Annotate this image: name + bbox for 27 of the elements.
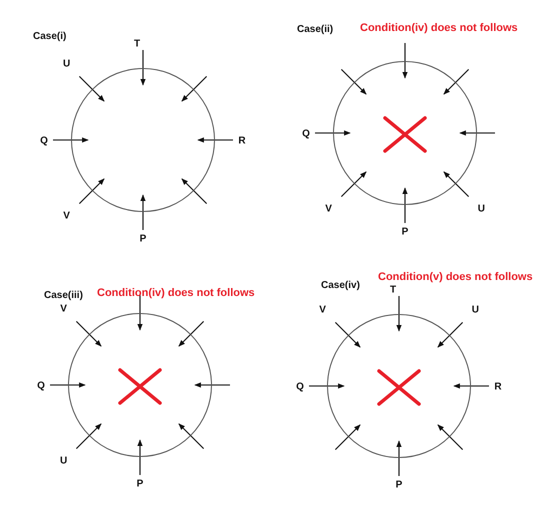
person-label: P <box>402 226 408 238</box>
person-label: Q <box>302 128 310 140</box>
condition-note: Condition(v) does not follows <box>378 271 533 283</box>
case-heading: Case(iv) <box>321 280 360 291</box>
person-label: R <box>238 136 246 146</box>
person-label: V <box>325 204 332 215</box>
person-label: U <box>63 58 70 70</box>
person-label: P <box>136 478 144 490</box>
person-label: P <box>396 480 402 490</box>
person-label: U <box>472 304 479 316</box>
case-heading: Case(iii) <box>44 290 83 301</box>
person-label: P <box>140 234 146 244</box>
person-label: V <box>319 304 326 316</box>
person-label: T <box>134 38 140 50</box>
person-label: U <box>478 204 485 215</box>
condition-note: Condition(iv) does not follows <box>360 22 518 34</box>
condition-note: Condition(iv) does not follows <box>97 287 255 299</box>
person-label: V <box>63 210 70 222</box>
case-heading: Case(ii) <box>297 24 334 35</box>
person-label: R <box>494 382 502 392</box>
person-label: V <box>60 303 67 314</box>
person-label: Q <box>296 382 304 392</box>
person-label: Q <box>40 136 48 146</box>
case-heading: Case(i) <box>33 31 66 42</box>
person-label: T <box>390 284 396 296</box>
person-label: U <box>60 456 68 467</box>
person-label: Q <box>37 380 45 392</box>
